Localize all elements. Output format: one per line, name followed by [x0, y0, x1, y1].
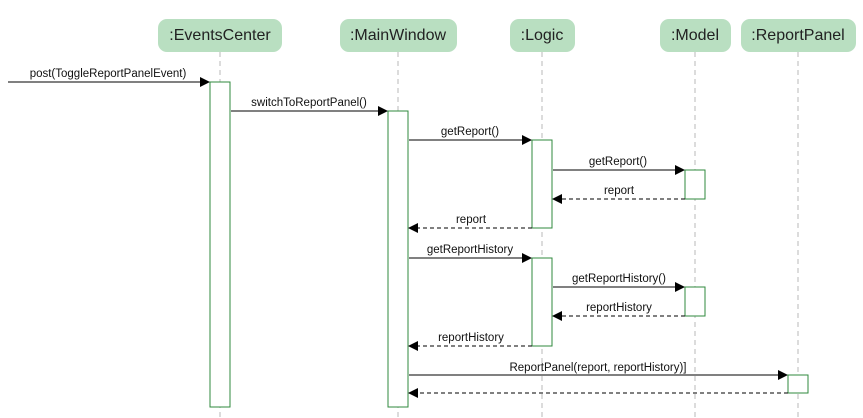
message-label: switchToReportPanel()	[251, 97, 367, 109]
message-return-report-history-logic: reportHistory	[408, 332, 532, 351]
message-label: getReportHistory()	[572, 273, 666, 285]
message-model-get-report: getReport()	[553, 156, 685, 175]
participant-label: :Logic	[521, 27, 564, 44]
participant-logic: :Logic	[510, 19, 575, 52]
activation-report-panel	[787, 374, 809, 394]
message-label: getReportHistory	[427, 244, 514, 256]
message-create-report-panel: ReportPanel(report, reportHistory)]	[409, 362, 788, 380]
participant-label: :EventsCenter	[169, 27, 271, 44]
participant-label: :Model	[671, 27, 719, 44]
message-post-toggle-report-panel-event: post(ToggleReportPanelEvent)	[8, 68, 210, 87]
activation-model-get-report	[684, 169, 706, 200]
message-return-report-model: report	[552, 185, 685, 204]
message-model-get-report-history: getReportHistory()	[553, 273, 685, 292]
activation-logic-get-report-history	[531, 257, 553, 347]
message-label: post(ToggleReportPanelEvent)	[30, 68, 187, 80]
message-label: report	[456, 214, 487, 226]
participant-label: :MainWindow	[350, 27, 446, 44]
message-label: getReport()	[441, 126, 499, 138]
message-label: getReport()	[589, 156, 647, 168]
activation-logic-get-report	[531, 139, 553, 229]
activation-events-center	[209, 81, 231, 408]
message-label: reportHistory	[438, 332, 504, 344]
participant-events-center: :EventsCenter	[158, 19, 282, 52]
message-label: reportHistory	[586, 302, 652, 314]
participant-model: :Model	[660, 19, 731, 52]
message-return-report-logic: report	[408, 214, 532, 233]
participant-main-window: :MainWindow	[340, 19, 457, 52]
activation-main-window	[387, 110, 409, 408]
activation-model-get-report-history	[684, 286, 706, 317]
message-logic-get-report: getReport()	[409, 126, 532, 145]
participant-report-panel: :ReportPanel	[741, 19, 856, 52]
message-switch-to-report-panel: switchToReportPanel()	[231, 97, 388, 116]
message-label: report	[604, 185, 635, 197]
message-logic-get-report-history: getReportHistory	[409, 244, 532, 263]
message-label: ReportPanel(report, reportHistory)]	[509, 362, 686, 374]
message-return-report-history-model: reportHistory	[552, 302, 685, 321]
participant-label: :ReportPanel	[751, 27, 844, 44]
